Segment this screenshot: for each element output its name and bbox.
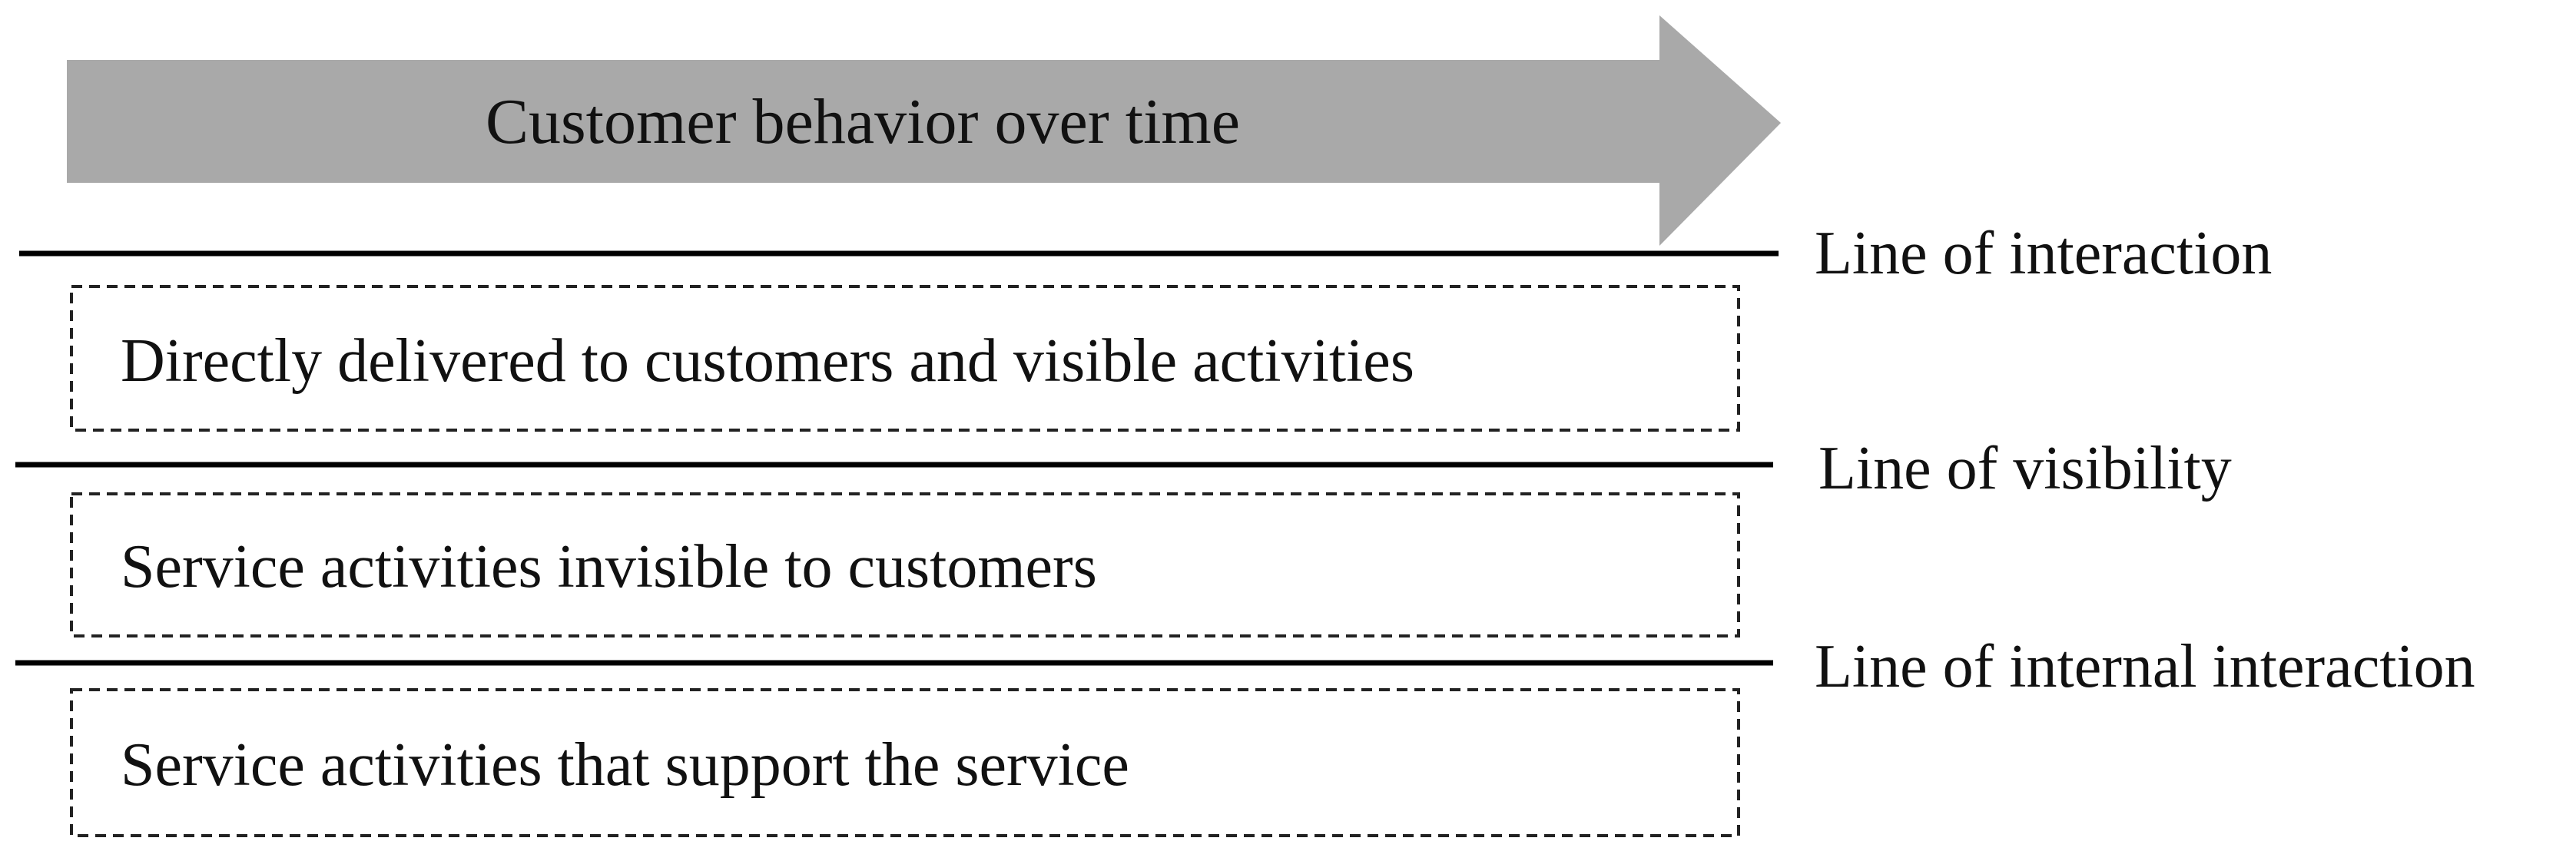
visible-activities-box xyxy=(70,285,1740,432)
support-activities-box xyxy=(70,688,1740,837)
invisible-activities-label: Service activities invisible to customer… xyxy=(121,533,1097,601)
support-activities-label: Service activities that support the serv… xyxy=(121,731,1129,799)
visible-activities-label: Directly delivered to customers and visi… xyxy=(121,327,1414,395)
line-of-interaction-label: Line of interaction xyxy=(1815,220,2273,287)
line-of-visibility-label: Line of visibility xyxy=(1818,435,2232,502)
invisible-activities-box xyxy=(70,492,1740,637)
time-arrow xyxy=(67,15,1781,246)
line-of-internal-interaction-label: Line of internal interaction xyxy=(1815,633,2475,700)
time-arrow-label: Customer behavior over time xyxy=(485,85,1241,157)
